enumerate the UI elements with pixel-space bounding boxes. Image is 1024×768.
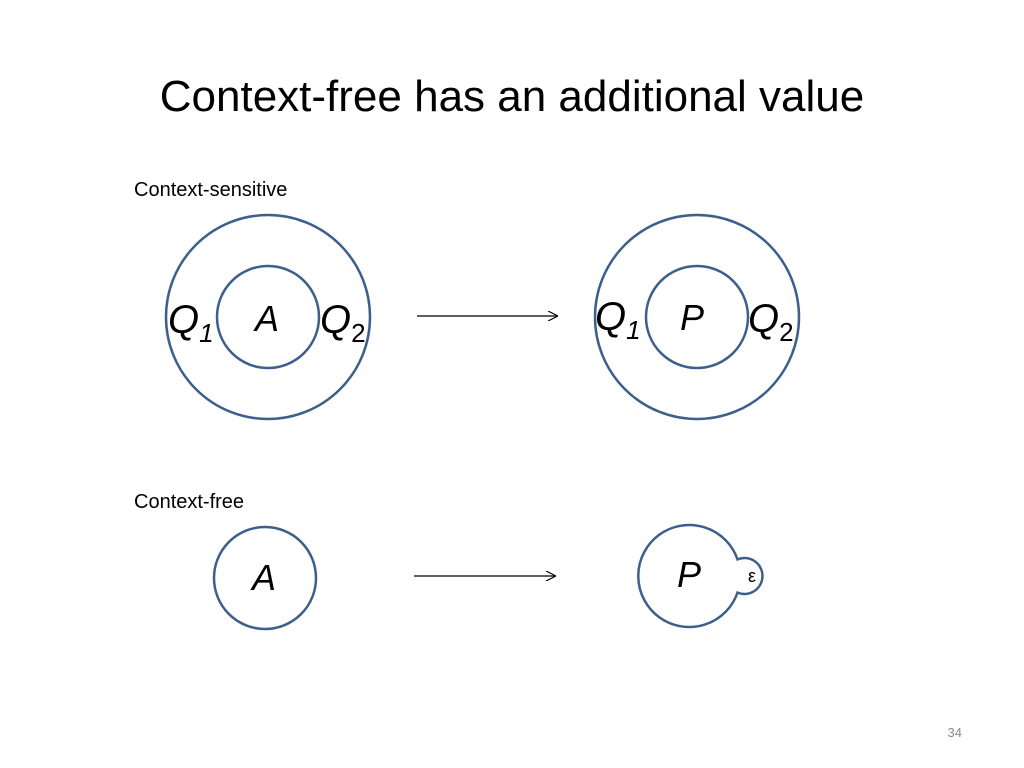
cs-right-q1-label: Q1 <box>595 295 641 345</box>
cf-right-circle-with-bubble <box>637 523 764 629</box>
cs-right-group: Q1 P Q2 <box>593 213 801 421</box>
context-free-label: Context-free <box>134 491 245 513</box>
cs-left-inner-circle <box>215 264 321 370</box>
cs-left-a-label: A <box>253 298 279 339</box>
cs-left-outer-circle <box>164 213 372 421</box>
cs-left-group: Q1 A Q2 <box>164 213 372 421</box>
cf-left-group: A <box>212 525 318 631</box>
cf-right-group: P ε <box>637 523 764 629</box>
cs-right-p-label: P <box>680 297 704 338</box>
cs-right-q2-label: Q2 <box>748 297 794 347</box>
cf-right-epsilon-label: ε <box>748 566 756 586</box>
slide-number: 34 <box>947 725 962 740</box>
cf-right-p-label: P <box>677 554 701 595</box>
slide-title: Context-free has an additional value <box>159 72 865 121</box>
cs-left-q2-label: Q2 <box>320 298 366 348</box>
cs-left-q1-label: Q1 <box>168 298 214 348</box>
cs-right-inner-circle <box>644 264 750 370</box>
cf-left-circle <box>212 525 318 631</box>
context-sensitive-label: Context-sensitive <box>134 179 288 201</box>
cf-left-a-label: A <box>250 557 276 598</box>
cs-right-outer-circle <box>593 213 801 421</box>
